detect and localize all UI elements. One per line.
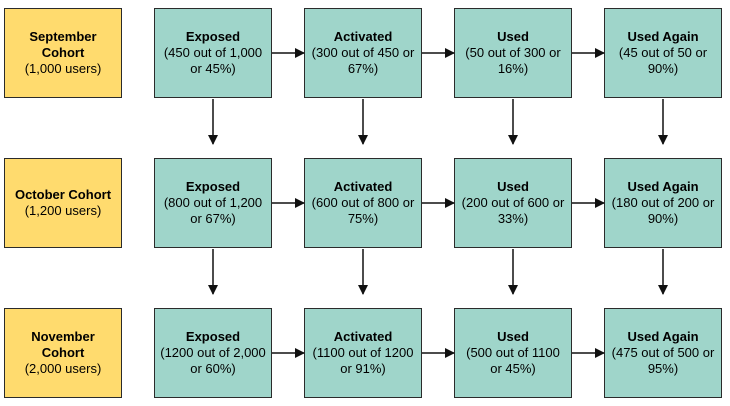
stage-box-used-again: Used Again (180 out of 200 or 90%) <box>604 158 722 248</box>
stage-title: Used Again <box>627 29 699 44</box>
stage-box-used: Used (50 out of 300 or 16%) <box>454 8 572 98</box>
stage-detail: (800 out of 1,200 or 67%) <box>163 195 263 226</box>
stage-title: Activated <box>333 29 393 44</box>
stage-title: Used <box>497 179 529 194</box>
cohort-name: November Cohort <box>31 329 95 360</box>
stage-detail: (180 out of 200 or 90%) <box>611 195 715 226</box>
stage-detail: (500 out of 1100 or 45%) <box>466 345 560 376</box>
cohort-users: (1,000 users) <box>24 61 102 76</box>
stage-detail: (45 out of 50 or 90%) <box>618 45 708 76</box>
stage-detail: (50 out of 300 or 16%) <box>465 45 561 76</box>
stage-title: Used <box>497 329 529 344</box>
stage-box-activated: Activated (1100 out of 1200 or 91%) <box>304 308 422 398</box>
stage-title: Exposed <box>185 179 241 194</box>
cohort-name: October Cohort <box>14 187 112 202</box>
cohort-box-september: September Cohort (1,000 users) <box>4 8 122 98</box>
stage-box-exposed: Exposed (450 out of 1,000 or 45%) <box>154 8 272 98</box>
stage-box-used-again: Used Again (475 out of 500 or 95%) <box>604 308 722 398</box>
cohort-box-october: October Cohort (1,200 users) <box>4 158 122 248</box>
stage-box-exposed: Exposed (1200 out of 2,000 or 60%) <box>154 308 272 398</box>
stage-box-activated: Activated (300 out of 450 or 67%) <box>304 8 422 98</box>
cohort-name: September Cohort <box>29 29 97 60</box>
stage-title: Exposed <box>185 329 241 344</box>
stage-detail: (200 out of 600 or 33%) <box>461 195 565 226</box>
stage-title: Used <box>497 29 529 44</box>
stage-detail: (600 out of 800 or 75%) <box>311 195 415 226</box>
stage-title: Activated <box>333 179 393 194</box>
cohort-users: (1,200 users) <box>24 203 102 218</box>
stage-title: Used Again <box>627 329 699 344</box>
stage-title: Exposed <box>185 29 241 44</box>
cohort-users: (2,000 users) <box>24 361 102 376</box>
stage-title: Activated <box>333 329 393 344</box>
stage-detail: (475 out of 500 or 95%) <box>611 345 715 376</box>
stage-box-used-again: Used Again (45 out of 50 or 90%) <box>604 8 722 98</box>
stage-box-used: Used (500 out of 1100 or 45%) <box>454 308 572 398</box>
cohort-box-november: November Cohort (2,000 users) <box>4 308 122 398</box>
stage-title: Used Again <box>627 179 699 194</box>
stage-detail: (1100 out of 1200 or 91%) <box>312 345 414 376</box>
stage-detail: (450 out of 1,000 or 45%) <box>163 45 263 76</box>
stage-detail: (1200 out of 2,000 or 60%) <box>160 345 266 376</box>
stage-detail: (300 out of 450 or 67%) <box>311 45 415 76</box>
stage-box-exposed: Exposed (800 out of 1,200 or 67%) <box>154 158 272 248</box>
stage-box-used: Used (200 out of 600 or 33%) <box>454 158 572 248</box>
stage-box-activated: Activated (600 out of 800 or 75%) <box>304 158 422 248</box>
